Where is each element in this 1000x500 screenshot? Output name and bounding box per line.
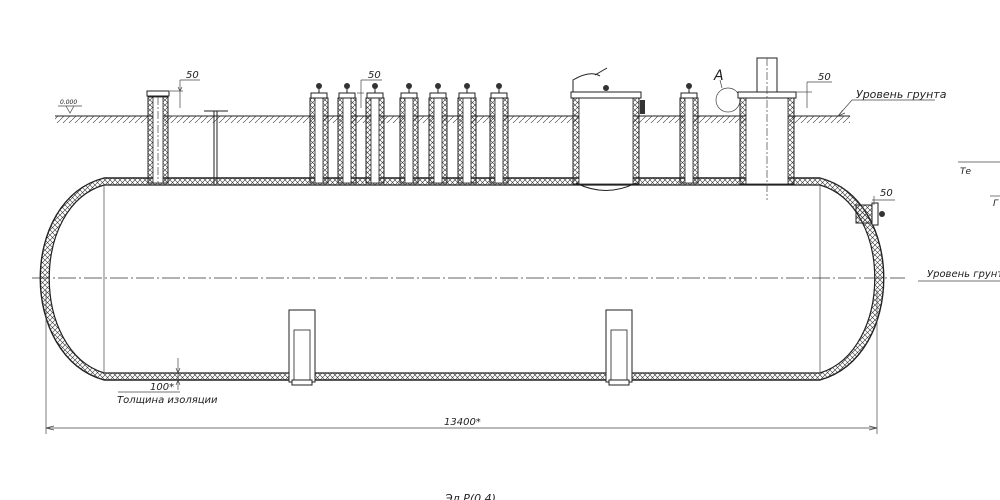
bottom-partial-text: Эл Р(0,4) — [444, 492, 496, 500]
zero-mark-label: 0.000 — [60, 99, 77, 106]
callout-a: А — [713, 68, 741, 113]
dim-50-left: 50 — [170, 70, 200, 117]
callout-a-label: А — [713, 68, 724, 84]
large-nozzle — [737, 57, 797, 200]
zero-mark: 0.000 — [58, 99, 82, 114]
nozzle-group — [309, 83, 509, 184]
nozzle-small-3 — [365, 83, 385, 184]
manhole — [570, 67, 645, 191]
dim-50-side-label: 50 — [880, 188, 893, 199]
side-annotations: Те Г Уровень грунта — [918, 161, 1000, 282]
side-partial-1: Те — [960, 167, 971, 177]
nozzle-left — [146, 90, 170, 184]
insulation-thickness-label: 100* — [150, 382, 174, 393]
nozzle-small-7 — [489, 83, 509, 184]
probe-rod — [204, 110, 228, 184]
overall-length-label: 13400* — [444, 417, 481, 428]
overall-length-dimension: 13400* — [45, 290, 878, 434]
tank-shell — [39, 177, 885, 381]
nozzle-small-6 — [457, 83, 477, 184]
side-nozzle: 50 — [855, 188, 895, 226]
insulation-caption: Толщина изоляции — [117, 395, 218, 406]
nozzle-right-small — [679, 83, 699, 184]
nozzle-small-1 — [309, 83, 329, 184]
ground-level-label: Уровень грунта — [856, 88, 947, 101]
dim-50-mid-label: 50 — [368, 70, 381, 81]
insulation-dimension: 100* Толщина изоляции — [117, 358, 218, 406]
dim-50-left-label: 50 — [186, 70, 199, 81]
ground-level-leader: Уровень грунта — [837, 88, 947, 117]
dim-50-right-label: 50 — [818, 72, 831, 83]
ground-level-side-label: Уровень грунта — [927, 269, 1000, 280]
nozzle-small-2 — [337, 83, 357, 184]
nozzle-small-5 — [428, 83, 448, 184]
dim-50-mid: 50 — [357, 70, 382, 108]
side-partial-2: Г — [993, 199, 999, 209]
dim-50-right: 50 — [796, 72, 832, 108]
saddle-right — [605, 309, 633, 386]
nozzle-small-4 — [399, 83, 419, 184]
saddle-left — [288, 309, 316, 386]
ground-line — [55, 115, 850, 123]
